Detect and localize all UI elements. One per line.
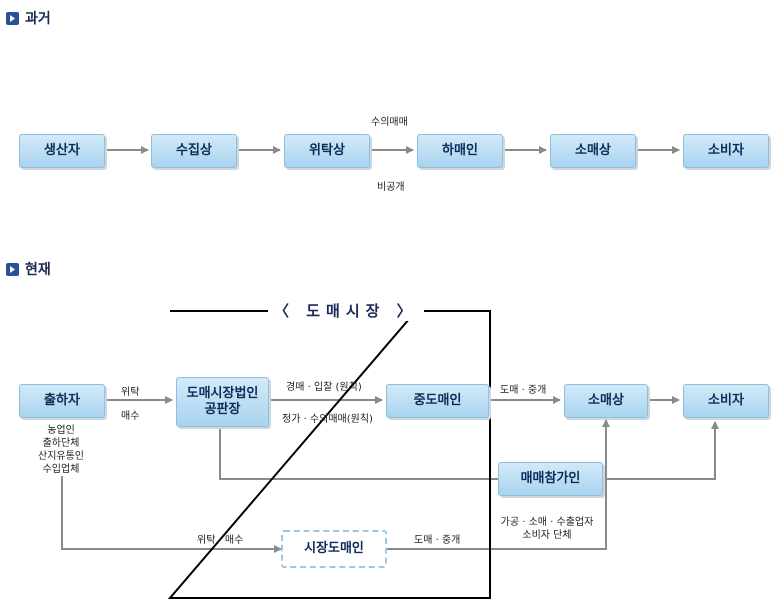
line-corp-participant xyxy=(219,426,498,480)
past-node-wholesaler: 하매인 xyxy=(417,134,503,168)
past-label-private-deal: 수의매매 xyxy=(371,117,408,128)
arrow-market-wholesaler-retailer xyxy=(387,419,610,550)
arrow-shipper-market-wholesaler xyxy=(61,476,282,553)
node-consumer: 소비자 xyxy=(683,384,769,418)
past-heading-text: 과거 xyxy=(25,11,51,27)
past-node-consignee: 위탁상 xyxy=(284,134,370,168)
chevron-right-icon xyxy=(6,11,19,25)
market-corporation-label: 도매시장법인 xyxy=(186,386,259,401)
node-intermediate-broker: 중도매인 xyxy=(386,384,489,418)
present-heading-text: 현재 xyxy=(25,262,51,278)
chevron-right-icon xyxy=(6,262,19,276)
past-label-closed: 비공개 xyxy=(377,182,405,193)
participant-type: 소비자 단체 xyxy=(522,530,572,541)
shipper-type: 농업인 xyxy=(47,425,75,436)
market-title: 〈 도매시장 〉 xyxy=(268,300,424,321)
past-node-producer: 생산자 xyxy=(19,134,105,168)
market-box xyxy=(167,310,491,599)
node-trading-participant: 매매참가인 xyxy=(498,462,603,496)
shipper-type: 출하단체 xyxy=(42,438,80,449)
shipper-type: 수입업체 xyxy=(42,464,80,475)
label-consign-buy: 위탁 · 매수 xyxy=(197,535,244,546)
label-buy: 매수 xyxy=(121,411,140,422)
participant-type: 가공 · 소매 · 수출업자 xyxy=(500,517,594,528)
node-retailer: 소매상 xyxy=(564,384,648,418)
node-market-corporation: 도매시장법인 공판장 xyxy=(176,377,269,427)
label-fixed-price: 정가 · 수의매매(원칙) xyxy=(282,414,373,425)
node-market-wholesaler: 시장도매인 xyxy=(281,530,387,568)
node-shipper: 출하자 xyxy=(19,384,105,418)
arrow-participant-consumer xyxy=(601,421,719,480)
past-node-consumer: 소비자 xyxy=(683,134,769,168)
public-market-label: 공판장 xyxy=(204,402,241,417)
shipper-type: 산지유통인 xyxy=(38,451,84,462)
label-wholesale-broker-top: 도매 · 중개 xyxy=(500,385,547,396)
shipper-types: 농업인 출하단체 산지유통인 수입업체 xyxy=(18,424,104,476)
label-consign: 위탁 xyxy=(121,387,140,398)
past-node-retailer: 소매상 xyxy=(550,134,636,168)
participant-types: 가공 · 소매 · 수출업자 소비자 단체 xyxy=(492,516,602,542)
section-past-heading: 과거 xyxy=(6,8,51,28)
label-auction: 경매 · 입찰 (원칙) xyxy=(286,382,362,393)
label-wholesale-broker-bottom: 도매 · 중개 xyxy=(414,535,461,546)
past-node-collector: 수집상 xyxy=(151,134,237,168)
section-present-heading: 현재 xyxy=(6,259,51,279)
